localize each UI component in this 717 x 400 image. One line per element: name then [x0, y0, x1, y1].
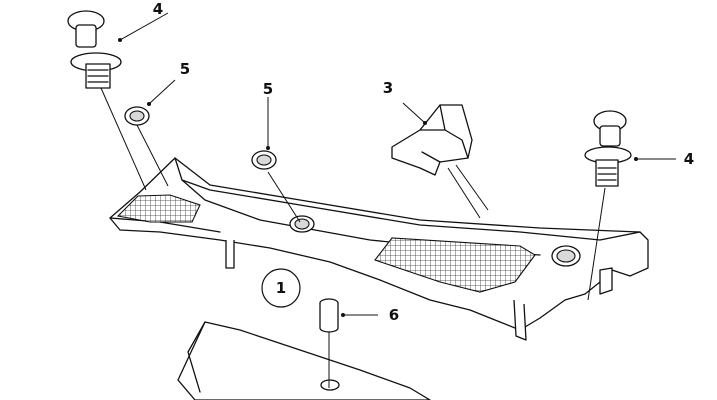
leader-lines	[100, 12, 676, 388]
spacer-sleeve	[319, 298, 339, 333]
bracket	[391, 104, 473, 176]
screw-clip-right	[584, 110, 632, 187]
callout-4-left: 4	[153, 0, 163, 18]
callout-5-left: 5	[180, 60, 190, 78]
grommet-center	[251, 150, 277, 170]
callouts: 1 3 4 4 5 5 6	[153, 0, 694, 324]
callout-circle-1	[261, 268, 301, 308]
callout-3: 3	[383, 79, 393, 97]
cowl-panel	[109, 157, 649, 341]
screw-clip-left	[67, 10, 122, 89]
callout-4-right: 4	[684, 150, 694, 168]
grommet-left	[124, 106, 150, 126]
callout-6: 6	[389, 306, 399, 324]
right-grille	[374, 237, 536, 293]
lower-panel	[177, 321, 431, 400]
callout-5-center: 5	[263, 80, 273, 98]
left-grille	[116, 194, 201, 223]
callout-1: 1	[276, 279, 286, 297]
